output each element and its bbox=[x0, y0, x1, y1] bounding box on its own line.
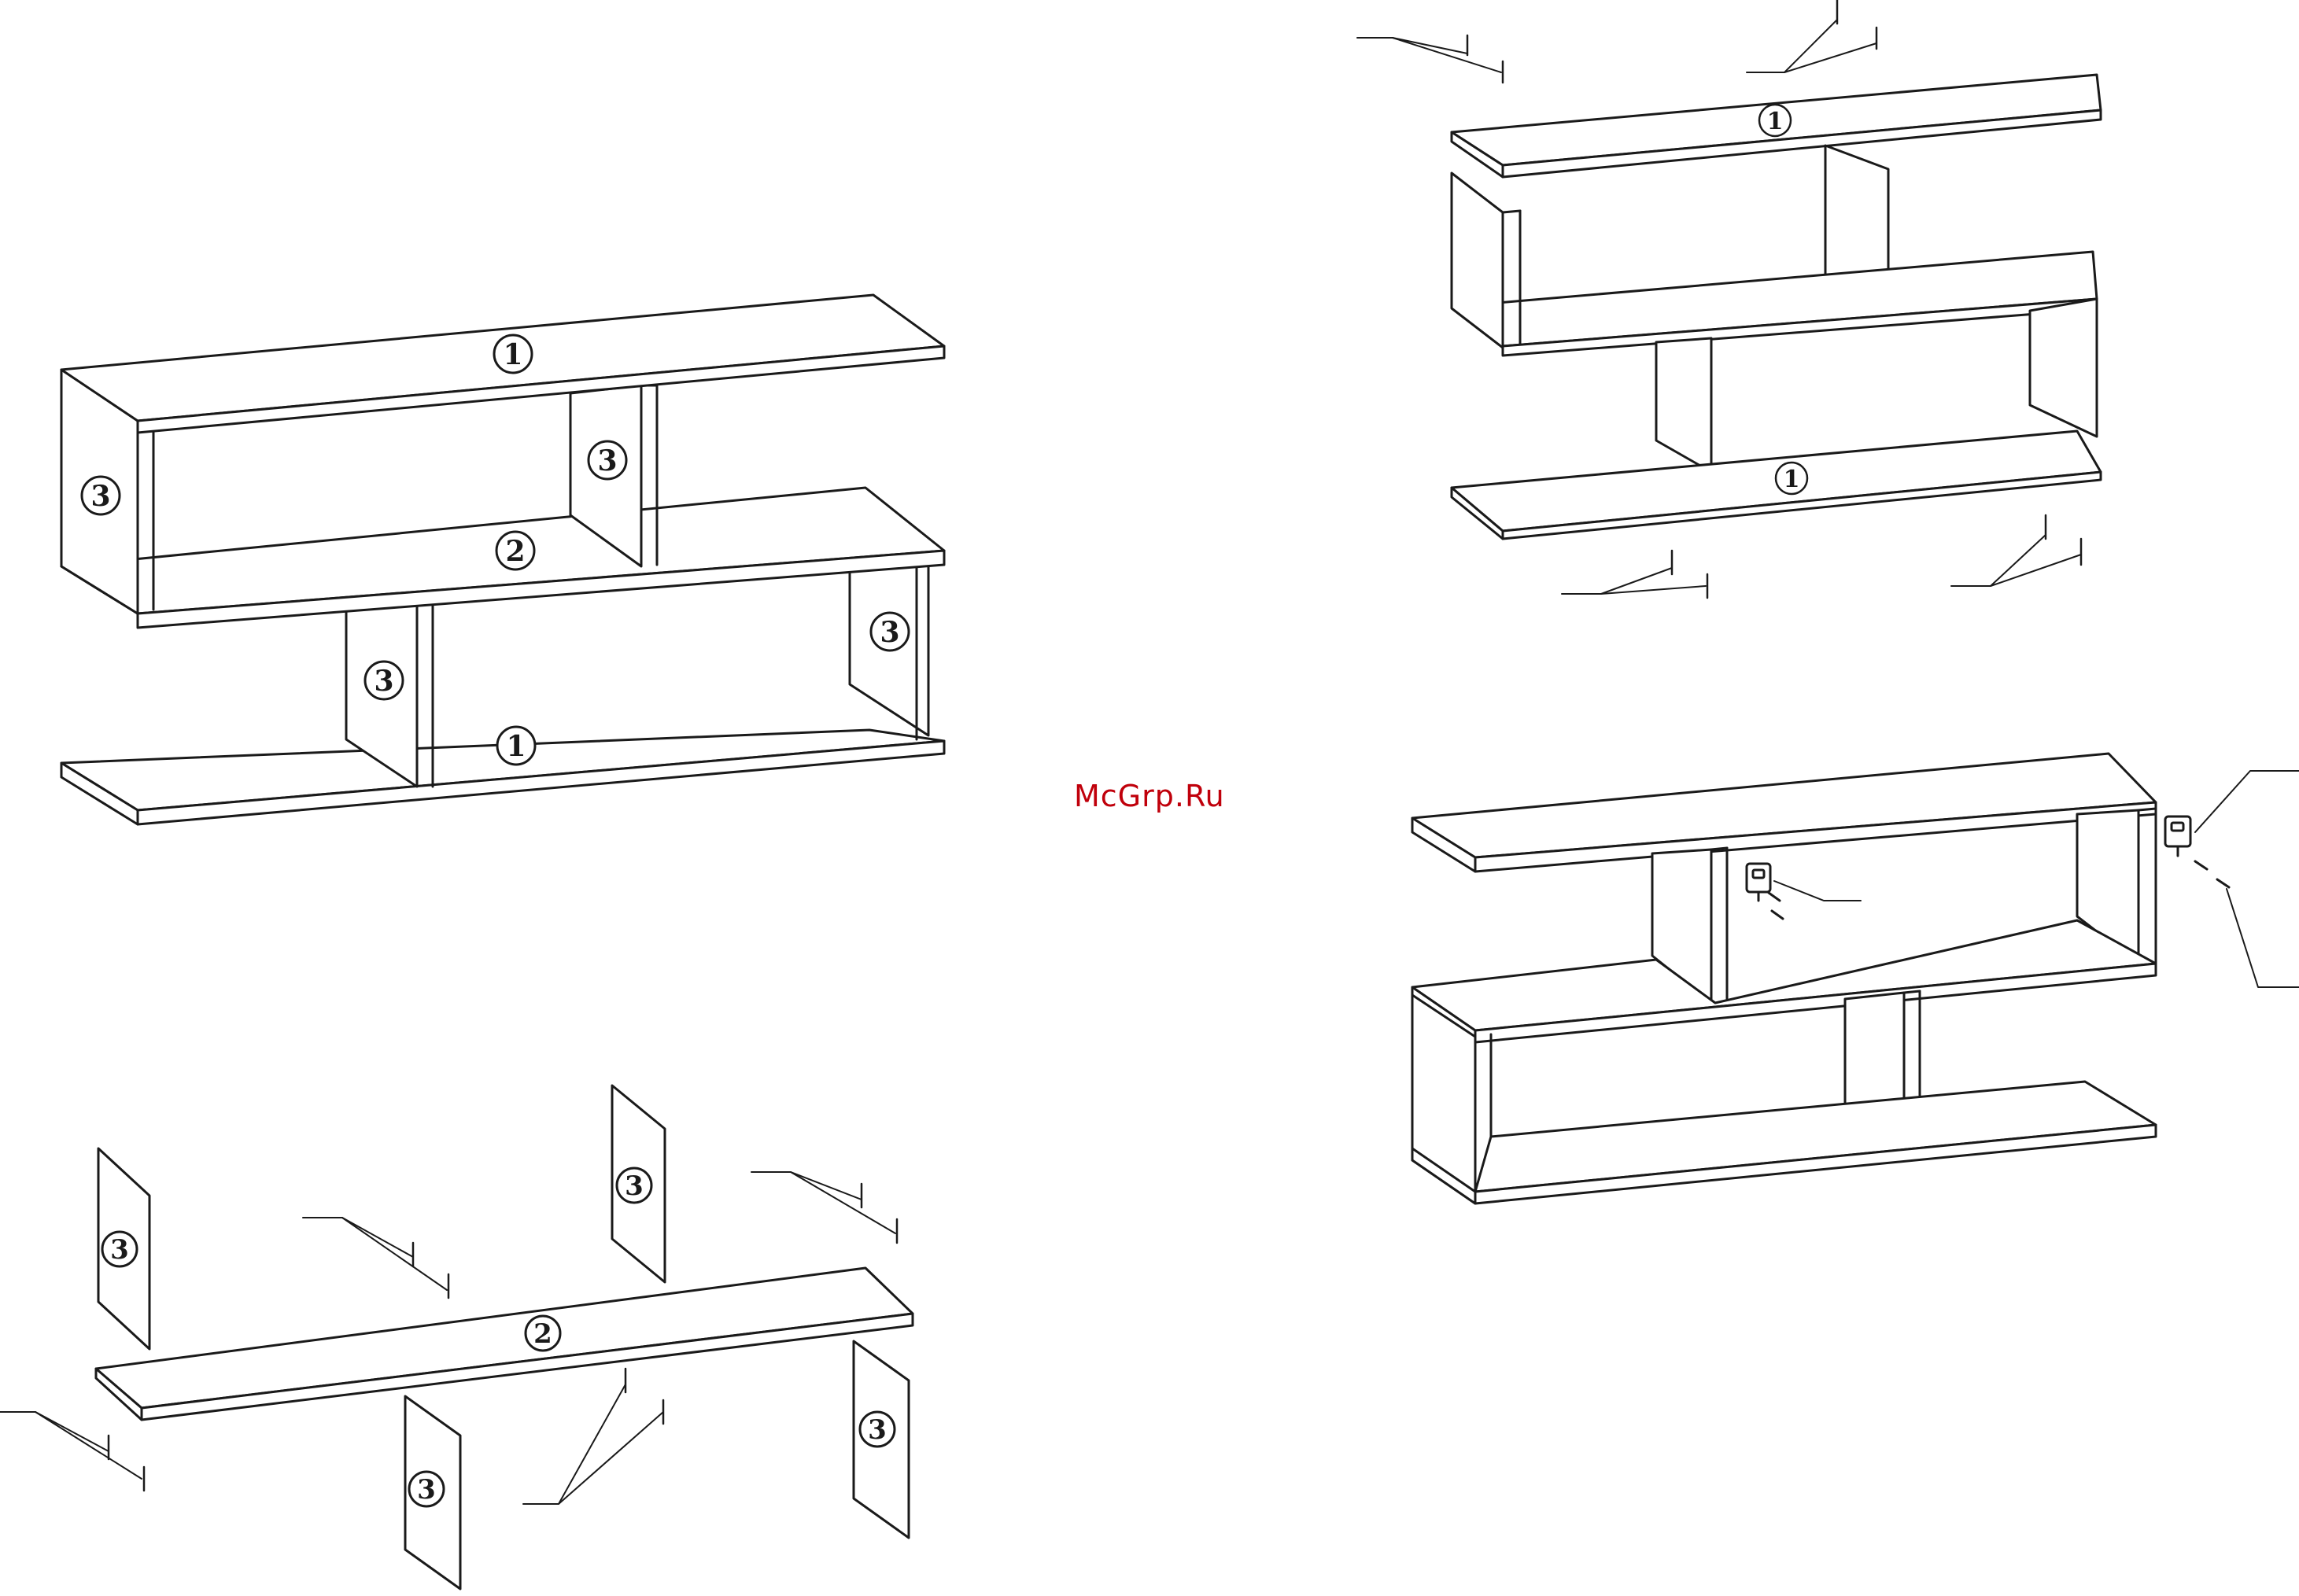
part-label: 2 bbox=[496, 532, 534, 569]
panel-lower-mid bbox=[1656, 338, 1711, 472]
svg-text:2: 2 bbox=[533, 1318, 552, 1350]
part-label: 3 bbox=[871, 613, 909, 651]
part-label: 1 bbox=[494, 335, 532, 373]
part-label: 1 bbox=[497, 727, 535, 765]
part-label: 3 bbox=[102, 1232, 137, 1266]
part-label: 3 bbox=[82, 477, 120, 514]
svg-text:1: 1 bbox=[506, 730, 526, 763]
part-label: 3 bbox=[589, 441, 626, 479]
part-label: 3 bbox=[365, 662, 403, 699]
svg-text:3: 3 bbox=[110, 1234, 129, 1266]
svg-text:3: 3 bbox=[625, 1170, 644, 1202]
svg-text:3: 3 bbox=[417, 1474, 436, 1506]
mounted-shelf-figure bbox=[1412, 754, 2299, 1203]
panel-left-exploded bbox=[1452, 173, 1503, 348]
mounting-bracket-left bbox=[1747, 864, 1770, 901]
svg-text:1: 1 bbox=[1784, 466, 1800, 493]
svg-text:2: 2 bbox=[505, 535, 525, 568]
part-label: 1 bbox=[1776, 463, 1807, 494]
exploded-middle-figure bbox=[0, 1086, 913, 1589]
svg-text:3: 3 bbox=[868, 1414, 887, 1446]
svg-text:3: 3 bbox=[880, 616, 899, 649]
svg-text:1: 1 bbox=[1767, 108, 1784, 135]
part-label: 2 bbox=[526, 1316, 560, 1351]
part-label: 3 bbox=[409, 1472, 444, 1506]
svg-text:3: 3 bbox=[374, 665, 393, 698]
panel-lower-right bbox=[2030, 299, 2097, 437]
part-label: 3 bbox=[617, 1168, 651, 1203]
part-label: 1 bbox=[1759, 105, 1791, 136]
part-label: 3 bbox=[860, 1412, 895, 1447]
watermark-text: McGrp.Ru bbox=[1074, 779, 1225, 813]
mounting-bracket-right bbox=[2165, 816, 2190, 856]
svg-text:1: 1 bbox=[503, 338, 522, 371]
svg-text:3: 3 bbox=[90, 480, 110, 513]
svg-text:3: 3 bbox=[597, 444, 617, 477]
exploded-top-figure bbox=[1357, 0, 2101, 598]
